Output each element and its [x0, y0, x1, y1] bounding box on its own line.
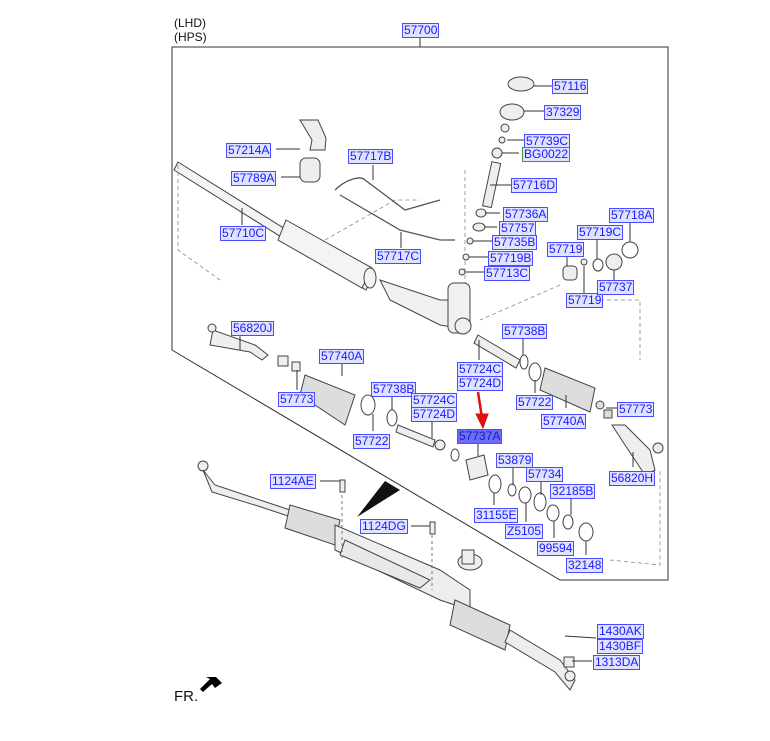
- front-direction-label: FR.: [174, 688, 199, 705]
- part-label-32185B[interactable]: 32185B: [550, 484, 596, 499]
- valve-body: [379, 279, 472, 335]
- part-label-37329[interactable]: 37329: [544, 105, 582, 120]
- front-arrow-icon: [200, 677, 222, 692]
- part-label-57116[interactable]: 57116: [552, 79, 589, 94]
- part-label-57214A[interactable]: 57214A: [226, 143, 272, 158]
- part-label-57717C[interactable]: 57717C: [375, 249, 422, 264]
- boot-right: [539, 367, 613, 419]
- part-label-57773-right[interactable]: 57773: [617, 402, 655, 417]
- assembly-frame: [171, 46, 669, 581]
- part-label-57700[interactable]: 57700: [402, 23, 440, 38]
- full-assembly-view: [197, 460, 576, 691]
- part-label-57736A[interactable]: 57736A: [503, 207, 549, 222]
- part-label-57719B[interactable]: 57719B: [488, 251, 534, 266]
- part-label-1124AE[interactable]: 1124AE: [270, 474, 316, 489]
- boot-left: [299, 374, 398, 427]
- part-label-57718A[interactable]: 57718A: [609, 208, 655, 223]
- tie-rod-end-right: [611, 424, 664, 476]
- part-label-57717B[interactable]: 57717B: [348, 149, 394, 164]
- part-label-56820H[interactable]: 56820H: [609, 471, 656, 486]
- part-label-57739C[interactable]: 57739C: [524, 134, 571, 149]
- part-label-57738B-left[interactable]: 57738B: [371, 382, 417, 397]
- part-label-57738B-right[interactable]: 57738B: [502, 324, 548, 339]
- inner-tie-rod-right: [473, 334, 542, 382]
- part-label-57737[interactable]: 57737: [597, 280, 635, 295]
- part-label-1430BF[interactable]: 1430BF: [597, 639, 644, 654]
- inner-tie-rod-left: [395, 424, 489, 481]
- bolt-guides: [341, 495, 433, 590]
- seal-stack: [488, 474, 594, 542]
- pipes-57717: [334, 177, 455, 241]
- part-label-32148[interactable]: 32148: [566, 558, 604, 573]
- part-label-57724C-right[interactable]: 57724C: [457, 362, 504, 377]
- part-label-57710C[interactable]: 57710C: [220, 226, 267, 241]
- part-label-57724D-left[interactable]: 57724D: [411, 407, 458, 422]
- clamp-57214A: [299, 119, 327, 183]
- part-label-1430AK[interactable]: 1430AK: [597, 624, 644, 639]
- leader-lines: [239, 85, 634, 662]
- part-label-57722-left[interactable]: 57722: [353, 434, 391, 449]
- part-label-57757[interactable]: 57757: [499, 221, 537, 236]
- part-label-57724C-left[interactable]: 57724C: [411, 393, 458, 408]
- part-label-57724D-right[interactable]: 57724D: [457, 376, 504, 391]
- part-label-57719C[interactable]: 57719C: [577, 225, 624, 240]
- part-label-57789A[interactable]: 57789A: [231, 171, 277, 186]
- tie-rod-end-left: [207, 323, 301, 372]
- part-label-1124DG[interactable]: 1124DG: [360, 519, 408, 534]
- part-label-57722-right[interactable]: 57722: [516, 395, 554, 410]
- part-label-57735B[interactable]: 57735B: [492, 235, 538, 250]
- part-label-57734[interactable]: 57734: [526, 467, 564, 482]
- part-label-99594[interactable]: 99594: [537, 541, 575, 556]
- part-label-57740A-left[interactable]: 57740A: [319, 349, 365, 364]
- part-label-31155E[interactable]: 31155E: [474, 508, 519, 523]
- part-label-57737A-selected[interactable]: 57737A: [457, 429, 503, 444]
- header-lhd: (LHD): [174, 16, 206, 30]
- part-label-57716D[interactable]: 57716D: [511, 178, 558, 193]
- part-label-57773-left[interactable]: 57773: [278, 392, 316, 407]
- highlight-arrow: [475, 391, 489, 430]
- view-pointer: [357, 481, 400, 517]
- rack-tube: [173, 161, 377, 291]
- part-label-53879[interactable]: 53879: [496, 453, 534, 468]
- part-label-57713C[interactable]: 57713C: [484, 266, 531, 281]
- part-label-57740A-right[interactable]: 57740A: [541, 414, 587, 429]
- header-hps: (HPS): [174, 30, 207, 44]
- part-label-57719-lower[interactable]: 57719: [566, 293, 604, 308]
- part-label-56820J[interactable]: 56820J: [231, 321, 275, 336]
- part-label-BG0022[interactable]: BG0022: [522, 147, 571, 162]
- part-label-1313DA[interactable]: 1313DA: [593, 655, 641, 670]
- right-small-parts: [562, 241, 639, 281]
- part-label-57719-upper[interactable]: 57719: [547, 242, 585, 257]
- part-label-Z5105[interactable]: Z5105: [505, 524, 544, 539]
